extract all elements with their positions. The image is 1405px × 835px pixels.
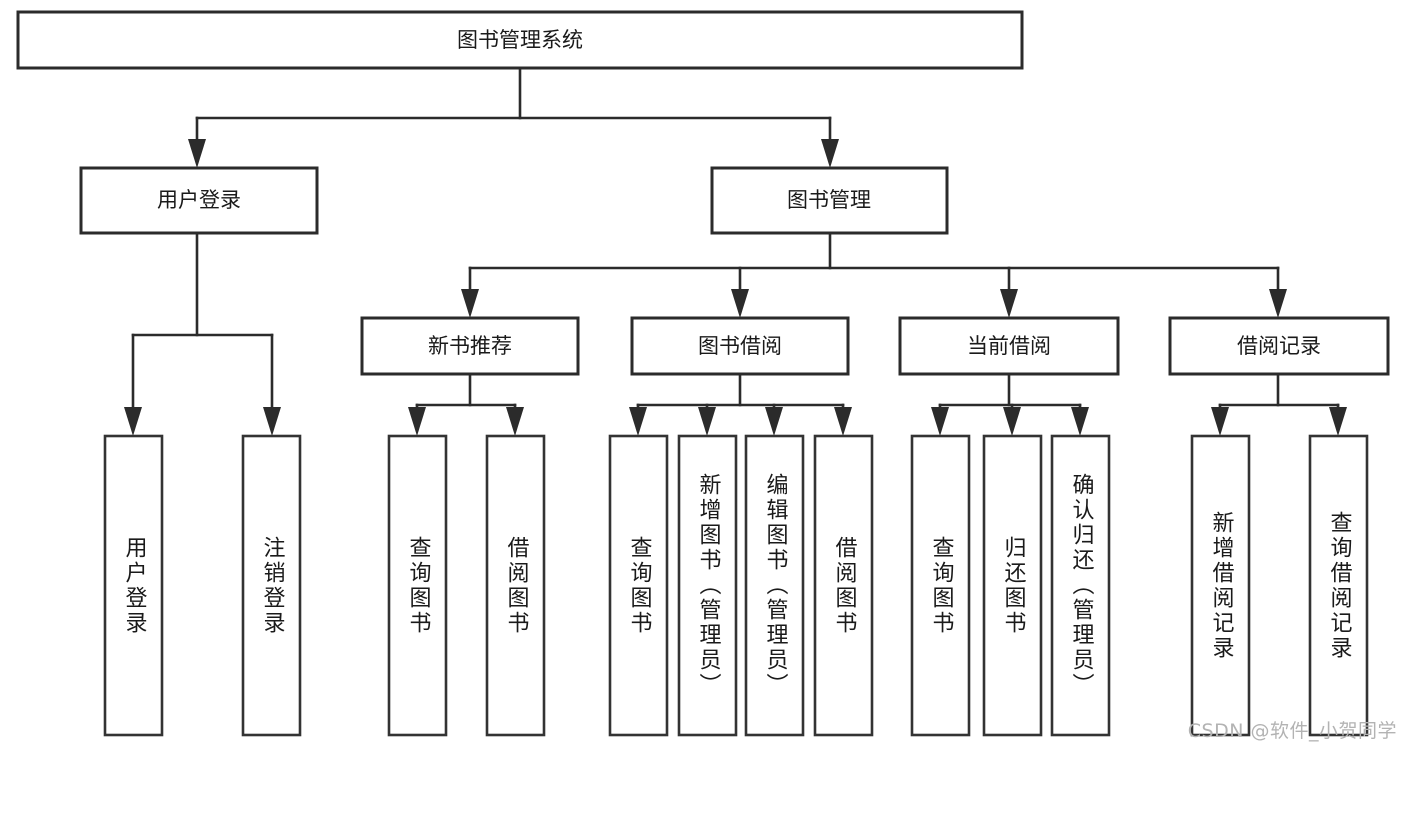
leaf-edit-book-box[interactable] xyxy=(744,434,805,737)
arrow-to-leaf-return-book xyxy=(1003,407,1021,436)
node-borrow-record-box[interactable] xyxy=(1168,316,1390,376)
arrow-to-leaf-add-book xyxy=(698,407,716,436)
arrow-to-leaf-logout-login xyxy=(263,407,281,436)
node-current-borrow-label: 当前借阅 xyxy=(967,334,1051,358)
leaf-confirm-return-box[interactable] xyxy=(1050,434,1111,737)
node-user-login-box[interactable] xyxy=(79,166,319,235)
leaf-add-record-box[interactable] xyxy=(1190,434,1251,737)
leaf-query-book-2-box[interactable] xyxy=(608,434,669,737)
arrow-to-leaf-confirm-return xyxy=(1071,407,1089,436)
node-book-manage[interactable]: 图书管理 xyxy=(710,166,949,235)
connector-book-manage-to-level3 xyxy=(461,231,1287,318)
node-user-login-label: 用户登录 xyxy=(157,188,241,212)
arrow-to-leaf-borrow-book-1 xyxy=(506,407,524,436)
node-new-book-recommend[interactable]: 新书推荐 xyxy=(360,316,580,376)
flowchart-canvas: 图书管理系统 用户登录 图书管理 新书推荐 图书借阅 当前借阅 借阅记录 xyxy=(16,10,1390,737)
node-title-system[interactable]: 图书管理系统 xyxy=(16,10,1024,70)
node-new-book-recommend-box[interactable] xyxy=(360,316,580,376)
leaf-query-book-3-box[interactable] xyxy=(910,434,971,737)
node-book-manage-box[interactable] xyxy=(710,166,949,235)
arrow-to-leaf-query-book-3 xyxy=(931,407,949,436)
arrow-to-leaf-query-book-1 xyxy=(408,407,426,436)
node-current-borrow-box[interactable] xyxy=(898,316,1120,376)
arrow-to-leaf-borrow-book-2 xyxy=(834,407,852,436)
connector-root-to-level2 xyxy=(188,66,839,168)
arrow-to-leaf-query-book-2 xyxy=(629,407,647,436)
node-book-manage-label: 图书管理 xyxy=(787,188,871,212)
arrow-to-borrow-record xyxy=(1269,289,1287,318)
arrow-to-leaf-edit-book xyxy=(765,407,783,436)
node-book-borrow-box[interactable] xyxy=(630,316,850,376)
node-new-book-recommend-label: 新书推荐 xyxy=(428,334,512,358)
leaf-boxes xyxy=(103,434,1369,737)
node-title-system-label: 图书管理系统 xyxy=(457,28,583,52)
leaf-query-book-1-box[interactable] xyxy=(387,434,448,737)
node-book-borrow[interactable]: 图书借阅 xyxy=(630,316,850,376)
leaf-query-record-box[interactable] xyxy=(1308,434,1369,737)
node-title-system-box[interactable] xyxy=(16,10,1024,70)
arrow-to-current-borrow xyxy=(1000,289,1018,318)
connector-user-login-to-leaves xyxy=(124,231,281,436)
connector-borrow-record-to-leaves xyxy=(1211,372,1347,436)
arrow-to-book-borrow xyxy=(731,289,749,318)
leaf-user-login-box[interactable] xyxy=(103,434,164,737)
org-chart-diagram: 图书管理系统 用户登录 图书管理 新书推荐 图书借阅 当前借阅 借阅记录 xyxy=(16,10,1397,742)
connector-new-book-recommend-to-leaves xyxy=(408,372,524,436)
watermark-text: CSDN @软件_小贺同学 xyxy=(1187,720,1397,742)
arrow-to-leaf-query-record xyxy=(1329,407,1347,436)
leaf-borrow-book-1-box[interactable] xyxy=(485,434,546,737)
node-borrow-record-label: 借阅记录 xyxy=(1237,334,1321,358)
node-user-login[interactable]: 用户登录 xyxy=(79,166,319,235)
arrow-to-book-manage xyxy=(821,139,839,168)
leaf-borrow-book-2-box[interactable] xyxy=(813,434,874,737)
leaf-add-book-box[interactable] xyxy=(677,434,738,737)
node-borrow-record[interactable]: 借阅记录 xyxy=(1168,316,1390,376)
arrow-to-user-login xyxy=(188,139,206,168)
arrow-to-leaf-add-record xyxy=(1211,407,1229,436)
leaf-logout-login-box[interactable] xyxy=(241,434,302,737)
node-current-borrow[interactable]: 当前借阅 xyxy=(898,316,1120,376)
arrow-to-leaf-user-login xyxy=(124,407,142,436)
node-book-borrow-label: 图书借阅 xyxy=(698,334,782,358)
leaf-return-book-box[interactable] xyxy=(982,434,1043,737)
connector-book-borrow-to-leaves xyxy=(629,372,852,436)
arrow-to-new-book-recommend xyxy=(461,289,479,318)
connector-current-borrow-to-leaves xyxy=(931,372,1089,436)
